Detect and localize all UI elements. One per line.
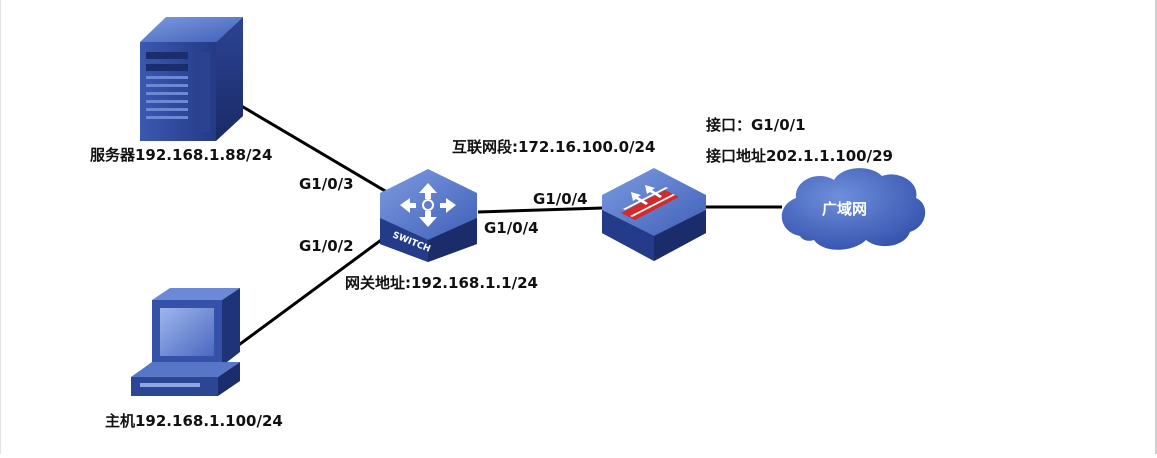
link-server-switch [237,102,393,197]
wan-cloud-icon [781,168,926,250]
firewall-interface-address-label: 接口地址202.1.1.100/29 [706,147,893,165]
interconnect-segment-label: 互联网段:172.16.100.0/24 [452,138,656,156]
gateway-address-label: 网关地址:192.168.1.1/24 [345,274,538,292]
server-label: 服务器192.168.1.88/24 [90,146,273,164]
firewall-port-label-g104: G1/0/4 [533,190,588,208]
port-label-g103: G1/0/3 [299,175,354,193]
host-label: 主机192.168.1.100/24 [105,412,283,430]
wan-label: 广域网 [822,200,868,218]
link-host-switch [235,230,393,349]
left-edge-border [0,0,1,454]
switch-icon: SWITCH [380,169,477,262]
switch-port-label-g104: G1/0/4 [484,219,539,237]
port-label-g102: G1/0/2 [299,237,354,255]
firewall-interface-label: 接口：G1/0/1 [706,116,806,134]
link-switch-firewall [477,206,604,214]
firewall-icon [602,168,706,261]
right-edge-border [1155,0,1157,454]
host-pc-icon [131,288,240,396]
server-icon [140,17,243,141]
